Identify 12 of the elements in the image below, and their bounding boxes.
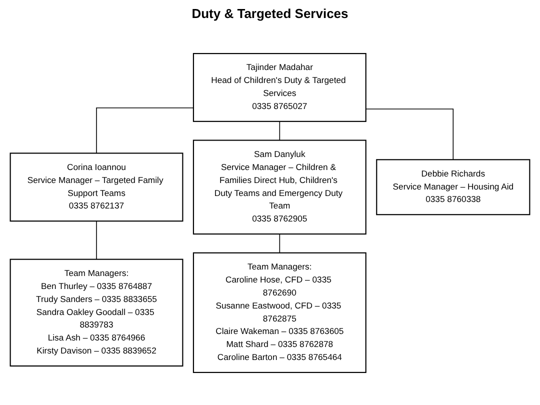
connector	[279, 234, 280, 254]
connector	[279, 121, 280, 141]
node-box: Tajinder Madahar Head of Children's Duty & Targeted Services 0335 8765027	[192, 53, 366, 122]
node-box: Corina Ioannou Service Manager – Targeted Family Support Teams 0335 8762137	[10, 152, 184, 222]
node-box: Team Managers: Caroline Hose, CFD – 0335 8762690 Susanne Eastwood, CFD – 0335 8762875 Claire Wakeman – 0335 8763605 Matt Shard – 0335 8762878 Caroline Barton – 0335 8765464	[192, 252, 366, 373]
connector	[96, 220, 97, 260]
node-box: Team Managers: Ben Thurley – 0335 8764887 Trudy Sanders – 0335 8833655 Sandra Oakley Goodall – 0335 8839783 Lisa Ash – 0335 8764966 Kirsty Davison – 0335 8839652	[10, 258, 184, 367]
node-box: Sam Danyluk Service Manager – Children & Families Direct Hub, Children's Duty Teams and Emergency Duty Team 0335 8762905	[192, 140, 366, 235]
connector	[365, 108, 454, 160]
node-box: Debbie Richards Service Manager – Housing Aid 0335 8760338	[376, 159, 530, 216]
connector	[96, 107, 194, 154]
chart-title: Duty & Targeted Services	[190, 6, 350, 21]
